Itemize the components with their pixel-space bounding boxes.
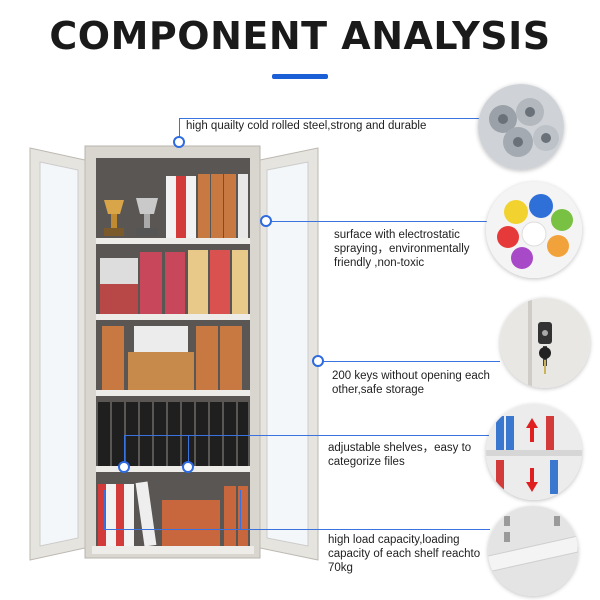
paint-colors-icon: [486, 182, 582, 278]
callout-line-3: [320, 361, 500, 362]
feature-shelves: adjustable shelves，easy to categorize fi…: [328, 442, 472, 468]
callout-dot-4a: [118, 461, 130, 473]
callout-line-2: [268, 221, 490, 222]
binders-row-2: [100, 250, 248, 314]
feature-load: high load capacity,loading capacity of e…: [328, 534, 481, 574]
feature-spraying: surface with electrostatic spraying，envi…: [334, 229, 470, 269]
shelf: [96, 238, 250, 244]
binders-row-4: [98, 402, 248, 466]
page-title: COMPONENT ANALYSIS: [49, 14, 551, 58]
steel-coils-icon: [478, 84, 564, 170]
callout-dot-3: [312, 355, 324, 367]
shelf-bracket-icon: [488, 506, 578, 596]
binders-row-5: [98, 481, 248, 547]
binders-row-1: [166, 174, 248, 238]
cabinet-base: [92, 546, 254, 554]
feature-keys: 200 keys without opening each other,safe…: [332, 370, 490, 396]
callout-line-5-right: [240, 490, 241, 530]
callout-dot-4b: [182, 461, 194, 473]
shelf: [96, 466, 250, 472]
callout-line-4: [124, 435, 490, 436]
callout-line-5-left: [104, 490, 105, 530]
callout-line-4-right: [188, 435, 189, 465]
callout-line-1: [179, 118, 479, 119]
callout-dot-2: [260, 215, 272, 227]
title-underline: [272, 74, 328, 79]
feature-steel: high quailty cold rolled steel,strong an…: [186, 120, 427, 132]
shelf: [96, 390, 250, 396]
shelf: [96, 314, 250, 320]
callout-line-4-left: [124, 435, 125, 465]
binders-row-3: [102, 326, 242, 390]
callout-line-5: [104, 529, 490, 530]
callout-dot-1: [173, 136, 185, 148]
adjustable-shelf-icon: [486, 404, 582, 500]
trophies: [104, 198, 158, 236]
right-door-glass: [266, 161, 309, 547]
lock-key-icon: [500, 298, 590, 388]
callout-line-1-drop: [179, 118, 180, 142]
left-door-glass: [39, 161, 79, 547]
